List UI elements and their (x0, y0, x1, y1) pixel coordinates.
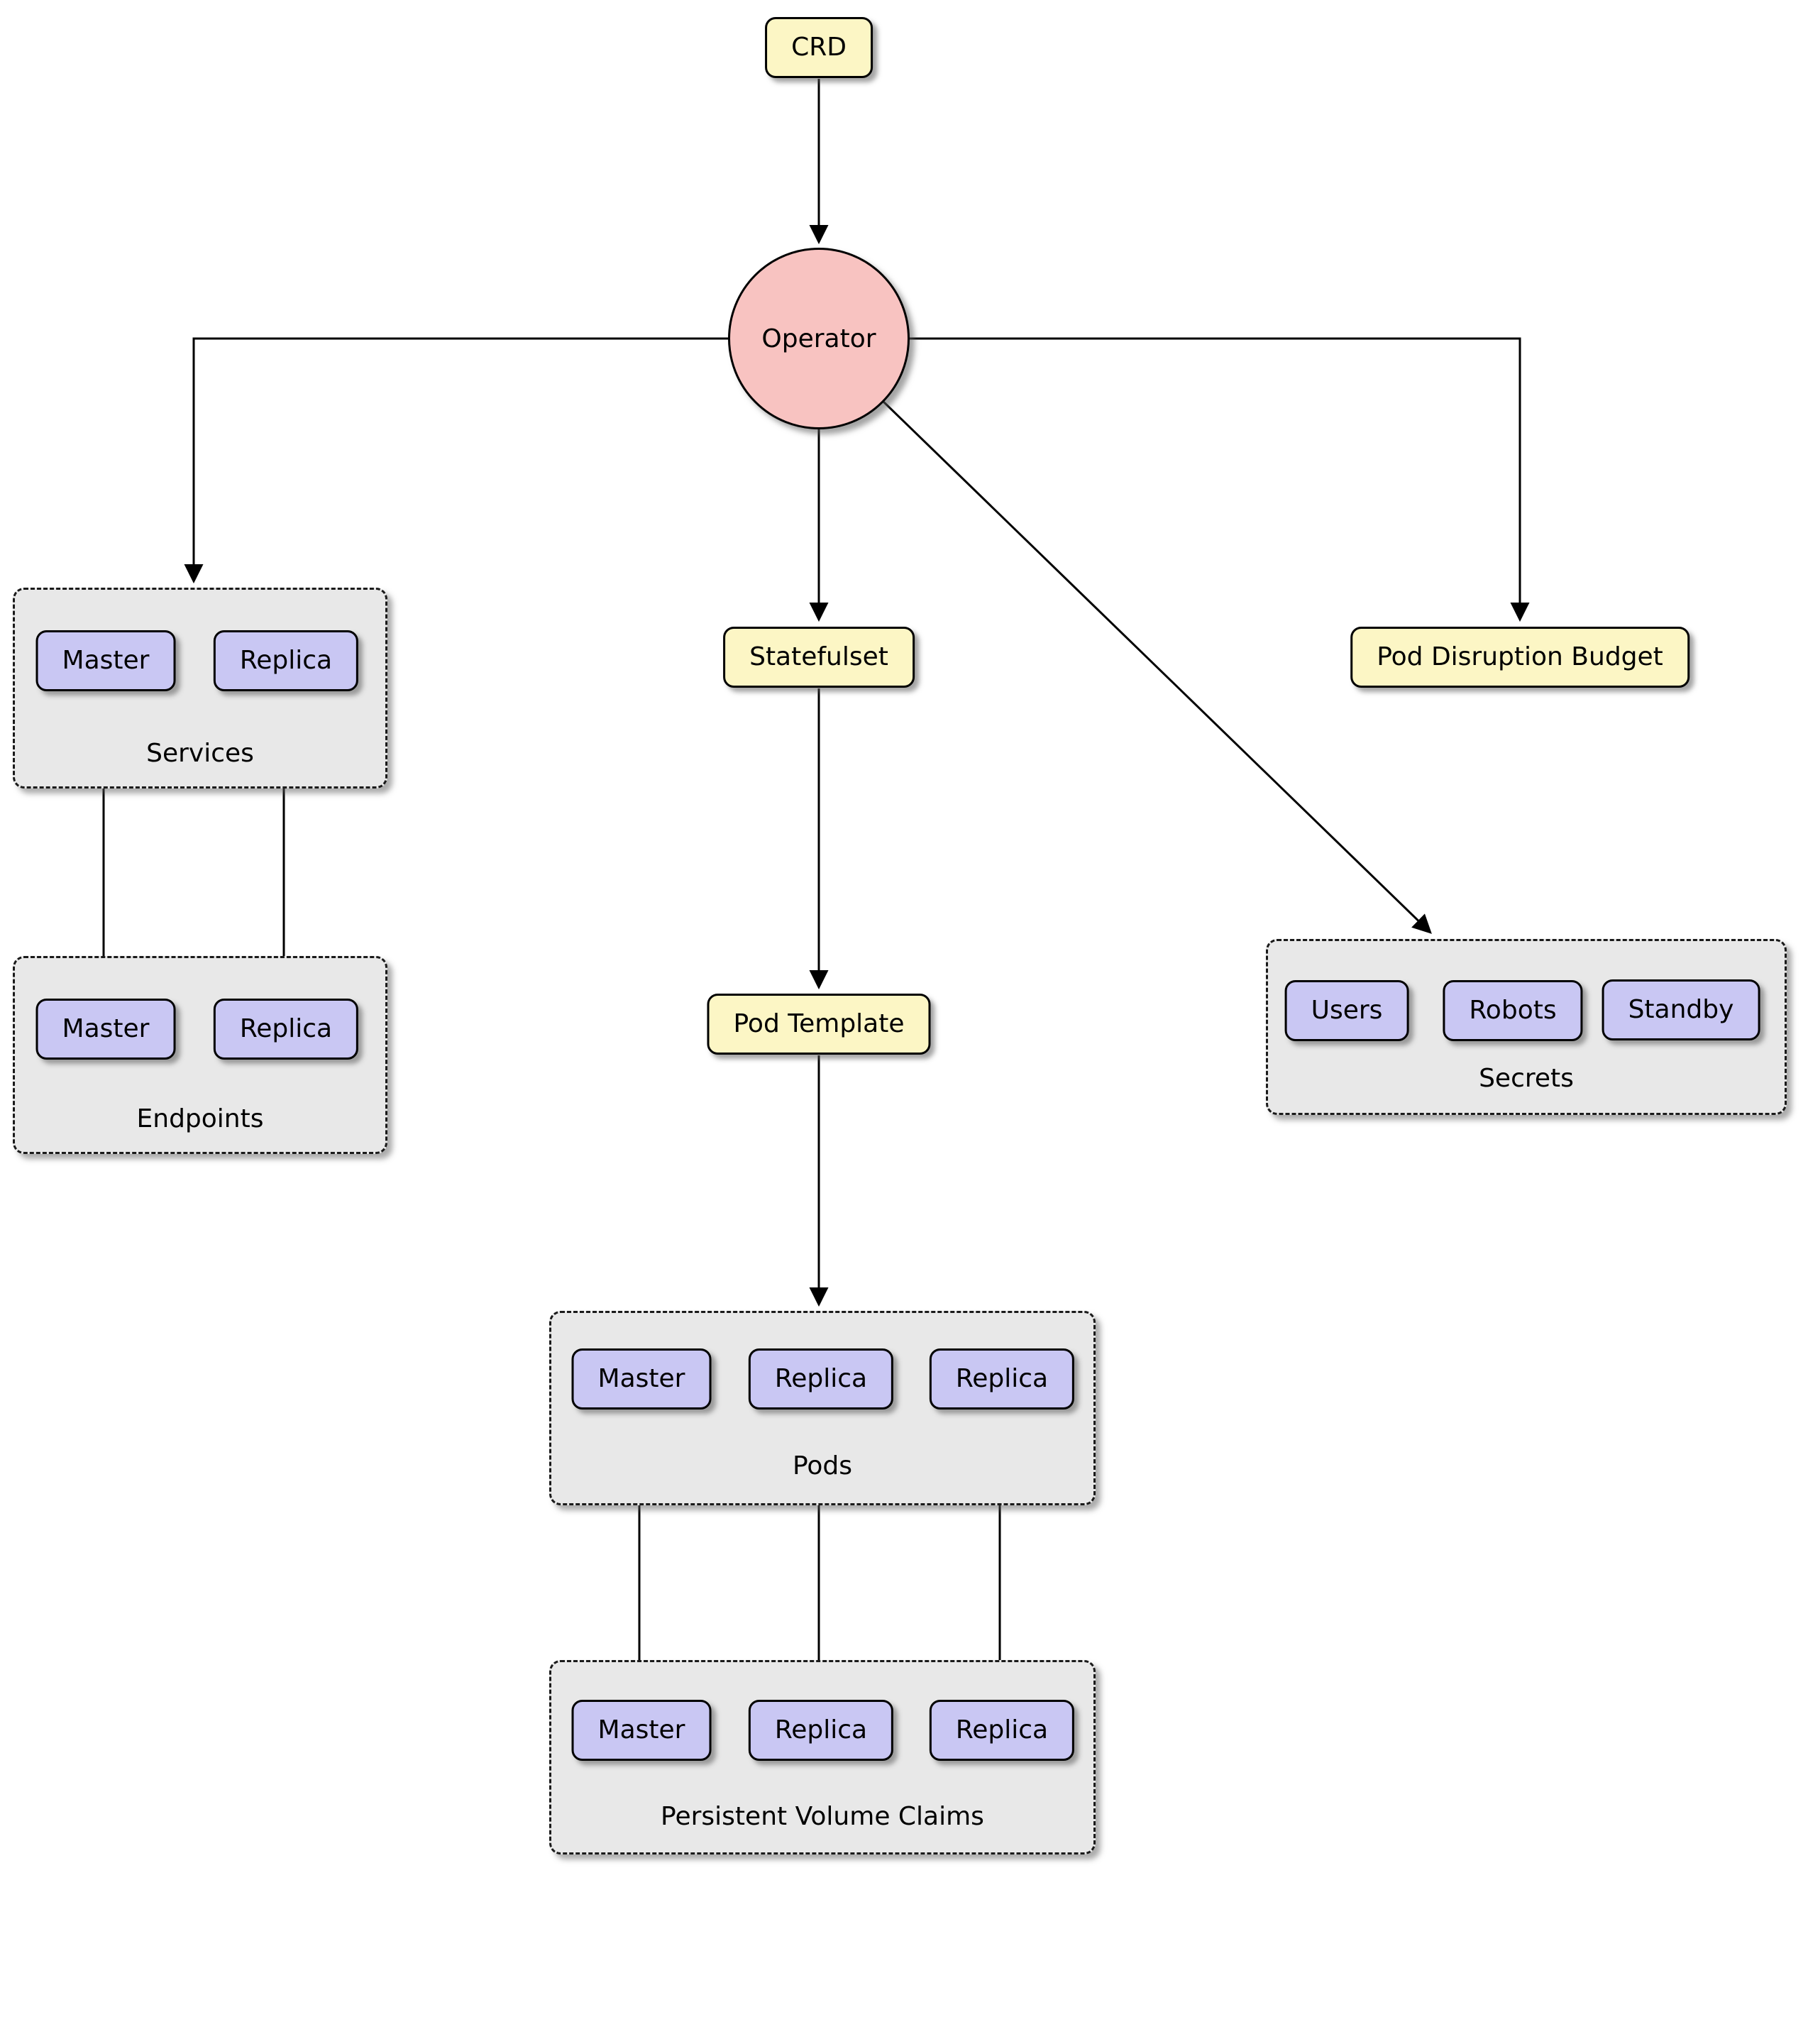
pods-master-node: Master (571, 1348, 712, 1410)
secrets-robots-node: Robots (1443, 980, 1583, 1041)
pods-group-label: Pods (792, 1451, 853, 1480)
pod-disruption-budget-node: Pod Disruption Budget (1350, 627, 1690, 688)
endpoints-group: Master Replica Endpoints (13, 956, 387, 1154)
pod-template-node: Pod Template (707, 994, 931, 1055)
connector-operator-pdb (908, 337, 1530, 622)
services-master-node: Master (35, 630, 176, 691)
pods-replica-node-2: Replica (929, 1348, 1075, 1410)
secrets-standby-node: Standby (1602, 979, 1760, 1040)
pvc-replica-node-1: Replica (748, 1700, 894, 1761)
connector-operator-services (184, 337, 730, 584)
services-replica-node: Replica (213, 630, 359, 691)
secrets-users-node: Users (1284, 980, 1409, 1041)
endpoints-group-label: Endpoints (136, 1104, 264, 1133)
secrets-group: Users Robots Standby Secrets (1266, 939, 1787, 1115)
pods-group: Master Replica Replica Pods (549, 1311, 1096, 1505)
operator-node: Operator (728, 248, 910, 429)
pvc-group-label: Persistent Volume Claims (661, 1802, 984, 1831)
persistent-volume-claims-group: Master Replica Replica Persistent Volume… (549, 1660, 1096, 1855)
pvc-master-node: Master (571, 1700, 712, 1761)
secrets-group-label: Secrets (1479, 1064, 1574, 1093)
pvc-replica-node-2: Replica (929, 1700, 1075, 1761)
services-group-label: Services (146, 739, 254, 768)
services-group: Master Replica Services (13, 588, 387, 789)
endpoints-master-node: Master (35, 999, 176, 1060)
crd-node: CRD (765, 17, 873, 78)
connector-operator-secrets (881, 399, 1432, 934)
pods-replica-node-1: Replica (748, 1348, 894, 1410)
endpoints-replica-node: Replica (213, 999, 359, 1060)
statefulset-node: Statefulset (723, 627, 915, 688)
